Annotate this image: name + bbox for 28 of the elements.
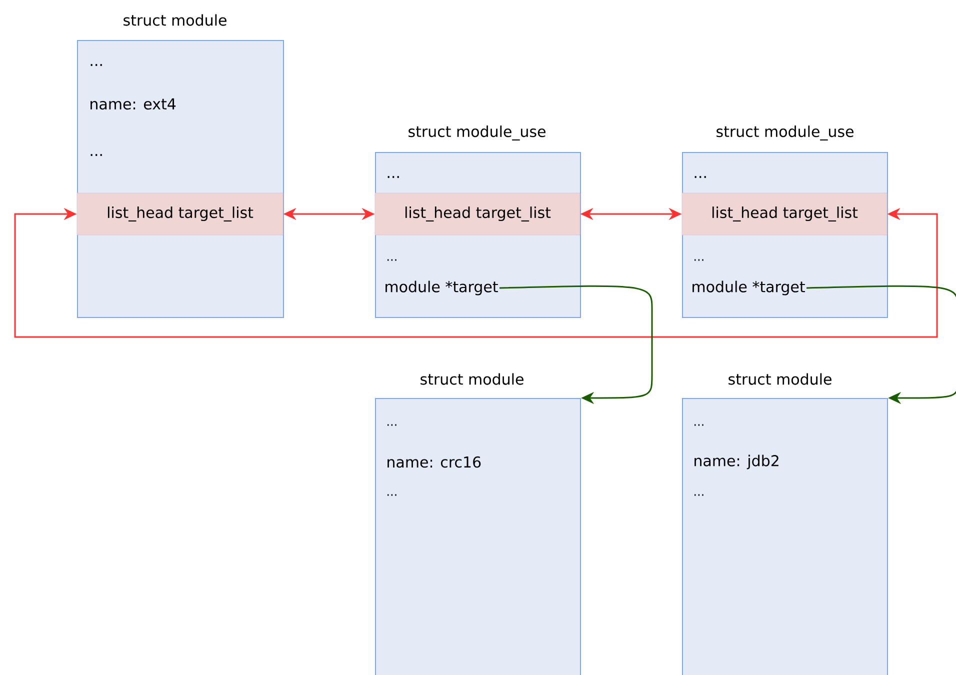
- field-text: name: jdb2: [694, 454, 778, 470]
- arrow: [499, 285, 653, 404]
- field-text: ...: [694, 494, 704, 496]
- field-text: ...: [388, 424, 396, 426]
- struct-title: struct module_use: [408, 126, 546, 140]
- field-text: name: crc16: [388, 456, 481, 468]
- field-text: name: ext4: [90, 98, 176, 110]
- arrow: [14, 208, 938, 338]
- field-text: ...: [90, 154, 102, 156]
- struct-title: struct module: [728, 373, 832, 385]
- field-text: ...: [694, 259, 704, 261]
- arrow: [806, 285, 956, 404]
- field-text: ...: [694, 176, 706, 178]
- field-text: module *target: [386, 280, 498, 296]
- list-head-band: list_head target_list: [682, 192, 888, 236]
- field-text: ...: [388, 494, 396, 496]
- field-text: module *target: [692, 280, 805, 296]
- field-text: ...: [388, 176, 399, 178]
- field-text: ...: [90, 64, 102, 66]
- struct-title: struct module: [420, 373, 524, 385]
- list-head-band: list_head target_list: [76, 192, 284, 236]
- field-text: ...: [388, 259, 396, 261]
- struct-box: [375, 373, 581, 675]
- field-text: ...: [694, 424, 704, 426]
- list-head-band: list_head target_list: [374, 192, 580, 236]
- struct-box: [682, 373, 888, 675]
- struct-title: struct module_use: [716, 126, 854, 140]
- struct-title: struct module: [124, 14, 226, 26]
